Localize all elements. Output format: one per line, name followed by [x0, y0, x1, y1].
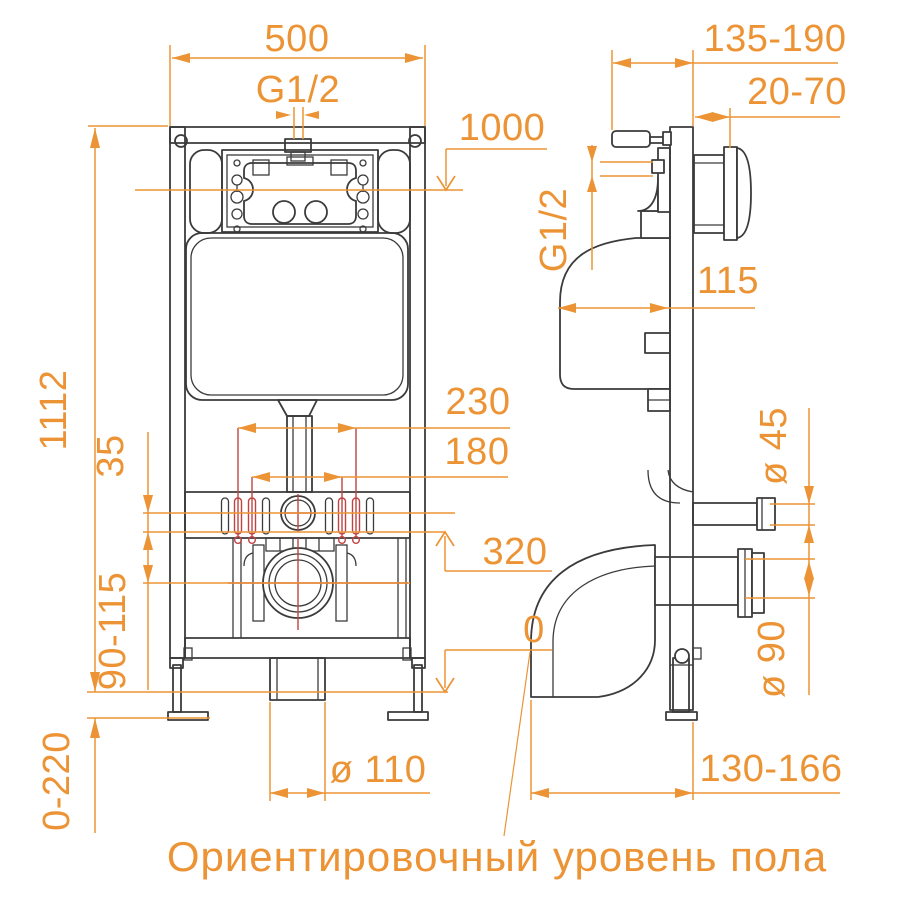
dim-supply-thread-front: G1/2	[256, 69, 340, 111]
dim-offset-35: 35	[90, 434, 132, 477]
window-hole-column-left	[230, 159, 244, 233]
front-view-dimensions	[87, 45, 552, 837]
bolt-slots-black	[220, 497, 375, 535]
dim-frame-depth: 135-190	[704, 18, 847, 60]
dim-outlet-diameter-front: ø 110	[330, 749, 427, 791]
dim-drain-distance: 130-166	[700, 748, 843, 790]
dim-outlet-offset: 90-115	[92, 572, 134, 691]
dim-button-height: 1000	[459, 107, 546, 149]
dim-leg-adjustment: 0-220	[36, 731, 78, 831]
dim-bolt-spacing-inner: 180	[445, 431, 510, 473]
dim-drain-diameter: ø 90	[751, 620, 793, 698]
side-view-dimensions	[530, 50, 840, 800]
side-view-linework	[530, 126, 776, 721]
window-hole-column-right	[356, 159, 370, 233]
floor-level-caption: Ориентировочный уровень пола	[167, 833, 827, 880]
dim-frame-width: 500	[265, 18, 330, 60]
dimension-labels: 500 G1/2 1000 1112 35 230 180 320 90-115…	[33, 18, 847, 831]
dim-supply-thread-side: G1/2	[533, 188, 575, 272]
dim-flush-pipe-diameter: ø 45	[753, 407, 795, 485]
dim-frame-height: 1112	[33, 370, 75, 451]
front-view-linework	[167, 126, 429, 721]
dim-bolt-height: 320	[483, 531, 548, 573]
dim-cistern-depth: 115	[697, 260, 759, 302]
dim-floor-level: 0	[523, 609, 545, 651]
dim-wall-finish: 20-70	[747, 71, 847, 113]
dim-bolt-spacing-outer: 230	[446, 381, 511, 423]
